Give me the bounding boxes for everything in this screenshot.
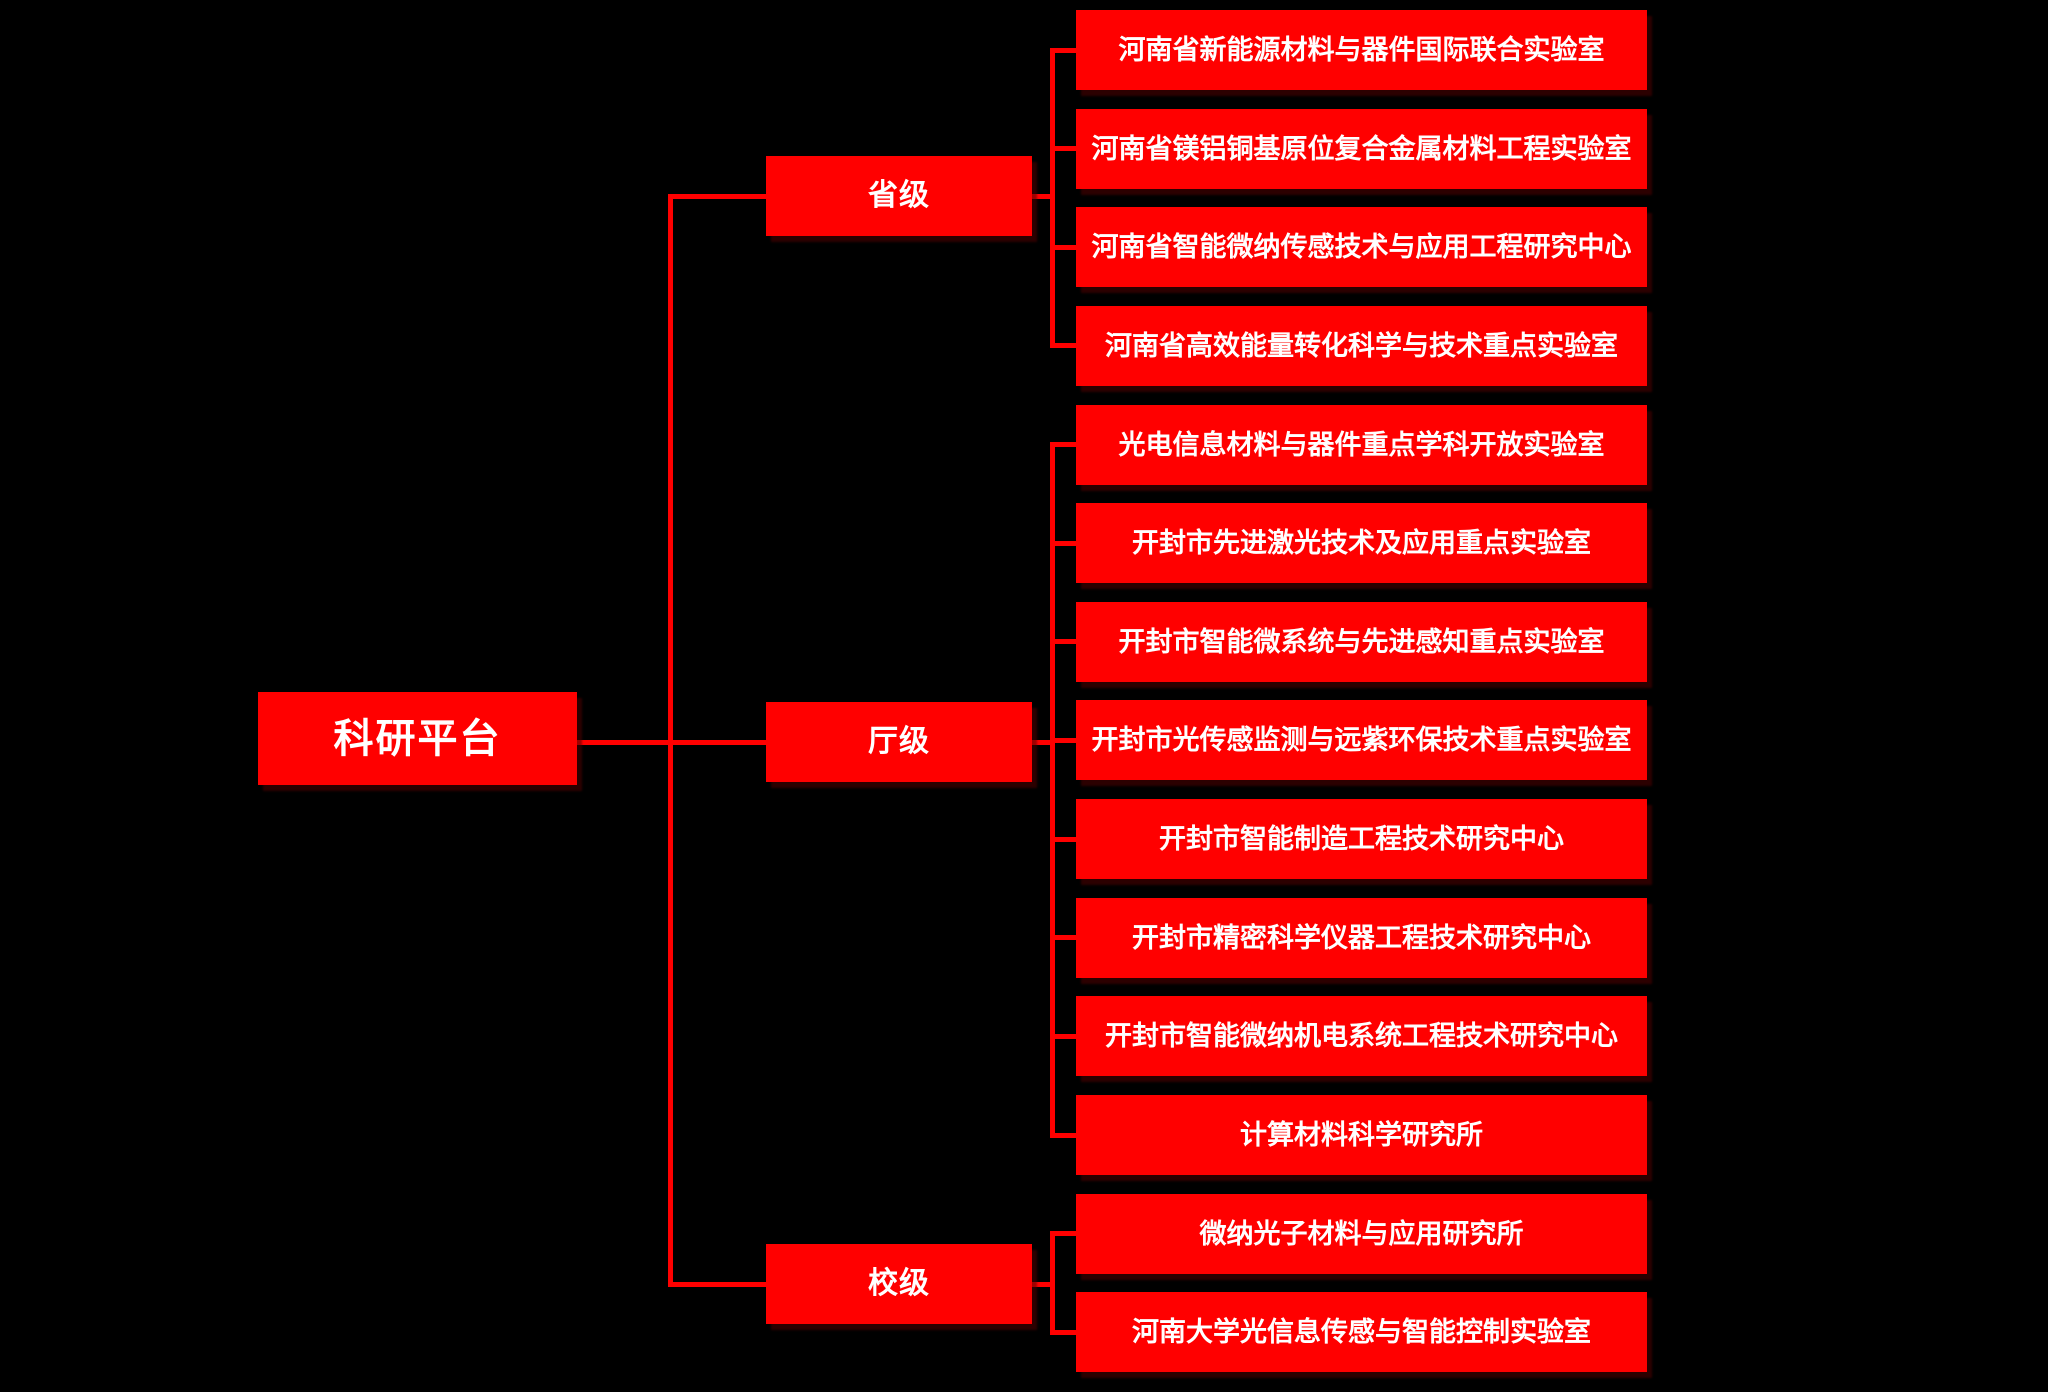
leaf-node: 河南大学光信息传感与智能控制实验室 bbox=[1076, 1292, 1647, 1372]
connector-line bbox=[1030, 740, 1055, 745]
connector-line bbox=[1050, 738, 1076, 743]
node-root: 科研平台 bbox=[258, 692, 577, 785]
connector-line bbox=[1050, 146, 1076, 151]
connector-line bbox=[577, 740, 673, 745]
leaf-node: 开封市智能微纳机电系统工程技术研究中心 bbox=[1076, 996, 1647, 1076]
node-level-university: 校级 bbox=[766, 1244, 1032, 1324]
leaf-node: 开封市光传感监测与远紫环保技术重点实验室 bbox=[1076, 700, 1647, 780]
connector-line bbox=[1050, 1034, 1076, 1039]
connector-line bbox=[1050, 1133, 1076, 1138]
connector-line bbox=[1050, 837, 1076, 842]
leaf-node: 开封市智能微系统与先进感知重点实验室 bbox=[1076, 602, 1647, 682]
connector-line bbox=[1050, 343, 1076, 348]
node-level-department: 厅级 bbox=[766, 702, 1032, 782]
node-level-provincial: 省级 bbox=[766, 156, 1032, 236]
connector-line bbox=[1050, 1330, 1076, 1335]
leaf-node: 微纳光子材料与应用研究所 bbox=[1076, 1194, 1647, 1274]
leaf-node: 河南省智能微纳传感技术与应用工程研究中心 bbox=[1076, 207, 1647, 287]
connector-line bbox=[1030, 194, 1055, 199]
connector-line bbox=[1050, 48, 1076, 53]
leaf-node: 河南省镁铝铜基原位复合金属材料工程实验室 bbox=[1076, 109, 1647, 189]
leaf-node: 开封市精密科学仪器工程技术研究中心 bbox=[1076, 898, 1647, 978]
leaf-node: 开封市智能制造工程技术研究中心 bbox=[1076, 799, 1647, 879]
connector-line bbox=[1050, 442, 1055, 1138]
leaf-node: 河南省高效能量转化科学与技术重点实验室 bbox=[1076, 306, 1647, 386]
connector-line bbox=[1050, 541, 1076, 546]
connector-line bbox=[1050, 639, 1076, 644]
leaf-node: 计算材料科学研究所 bbox=[1076, 1095, 1647, 1175]
connector-line bbox=[1050, 1231, 1055, 1335]
connector-line bbox=[1050, 935, 1076, 940]
leaf-node: 河南省新能源材料与器件国际联合实验室 bbox=[1076, 10, 1647, 90]
connector-line bbox=[1050, 442, 1076, 447]
connector-line bbox=[668, 1282, 766, 1287]
connector-line bbox=[1050, 48, 1055, 348]
connector-line bbox=[1050, 1231, 1076, 1236]
leaf-node: 光电信息材料与器件重点学科开放实验室 bbox=[1076, 405, 1647, 485]
leaf-node: 开封市先进激光技术及应用重点实验室 bbox=[1076, 503, 1647, 583]
connector-line bbox=[668, 740, 766, 745]
connector-line bbox=[1050, 245, 1076, 250]
connector-line bbox=[1030, 1282, 1055, 1287]
connector-line bbox=[668, 194, 766, 199]
